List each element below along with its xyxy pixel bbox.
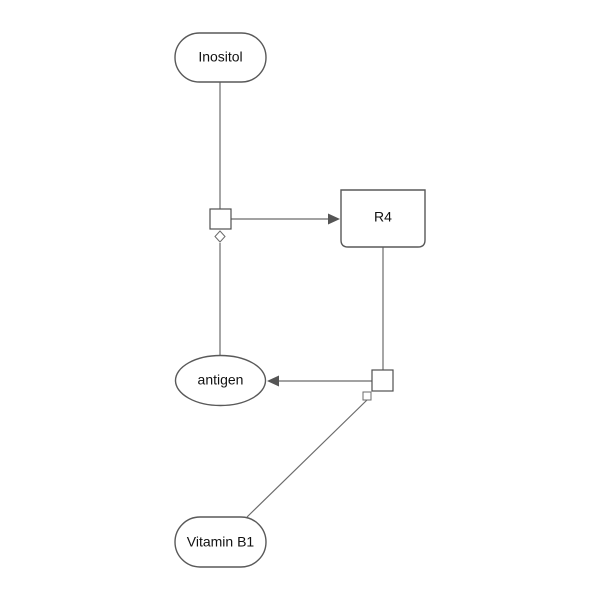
node-antigen[interactable]: antigen	[174, 354, 267, 407]
node-r4[interactable]: R4	[340, 189, 426, 248]
node-vitamin-b1-shape	[174, 516, 267, 568]
node-inositol-shape	[174, 32, 267, 83]
edge-vitamin-b1-to-process-2	[246, 399, 368, 518]
node-vitamin-b1-label: Vitamin B1	[187, 534, 255, 550]
modifier-square	[362, 391, 372, 401]
process-node-1[interactable]	[209, 208, 232, 230]
arrowhead-to-antigen	[267, 375, 279, 387]
node-inositol[interactable]: Inositol	[174, 32, 267, 83]
modifier-diamond	[214, 230, 226, 243]
node-vitamin-b1[interactable]: Vitamin B1	[174, 516, 267, 568]
node-r4-shape	[340, 189, 426, 248]
node-inositol-label: Inositol	[198, 49, 242, 65]
node-r4-label: R4	[374, 209, 392, 225]
process-node-2[interactable]	[371, 369, 394, 392]
node-antigen-shape	[174, 354, 267, 407]
arrowhead-to-r4	[328, 213, 340, 225]
node-antigen-label: antigen	[198, 372, 244, 388]
